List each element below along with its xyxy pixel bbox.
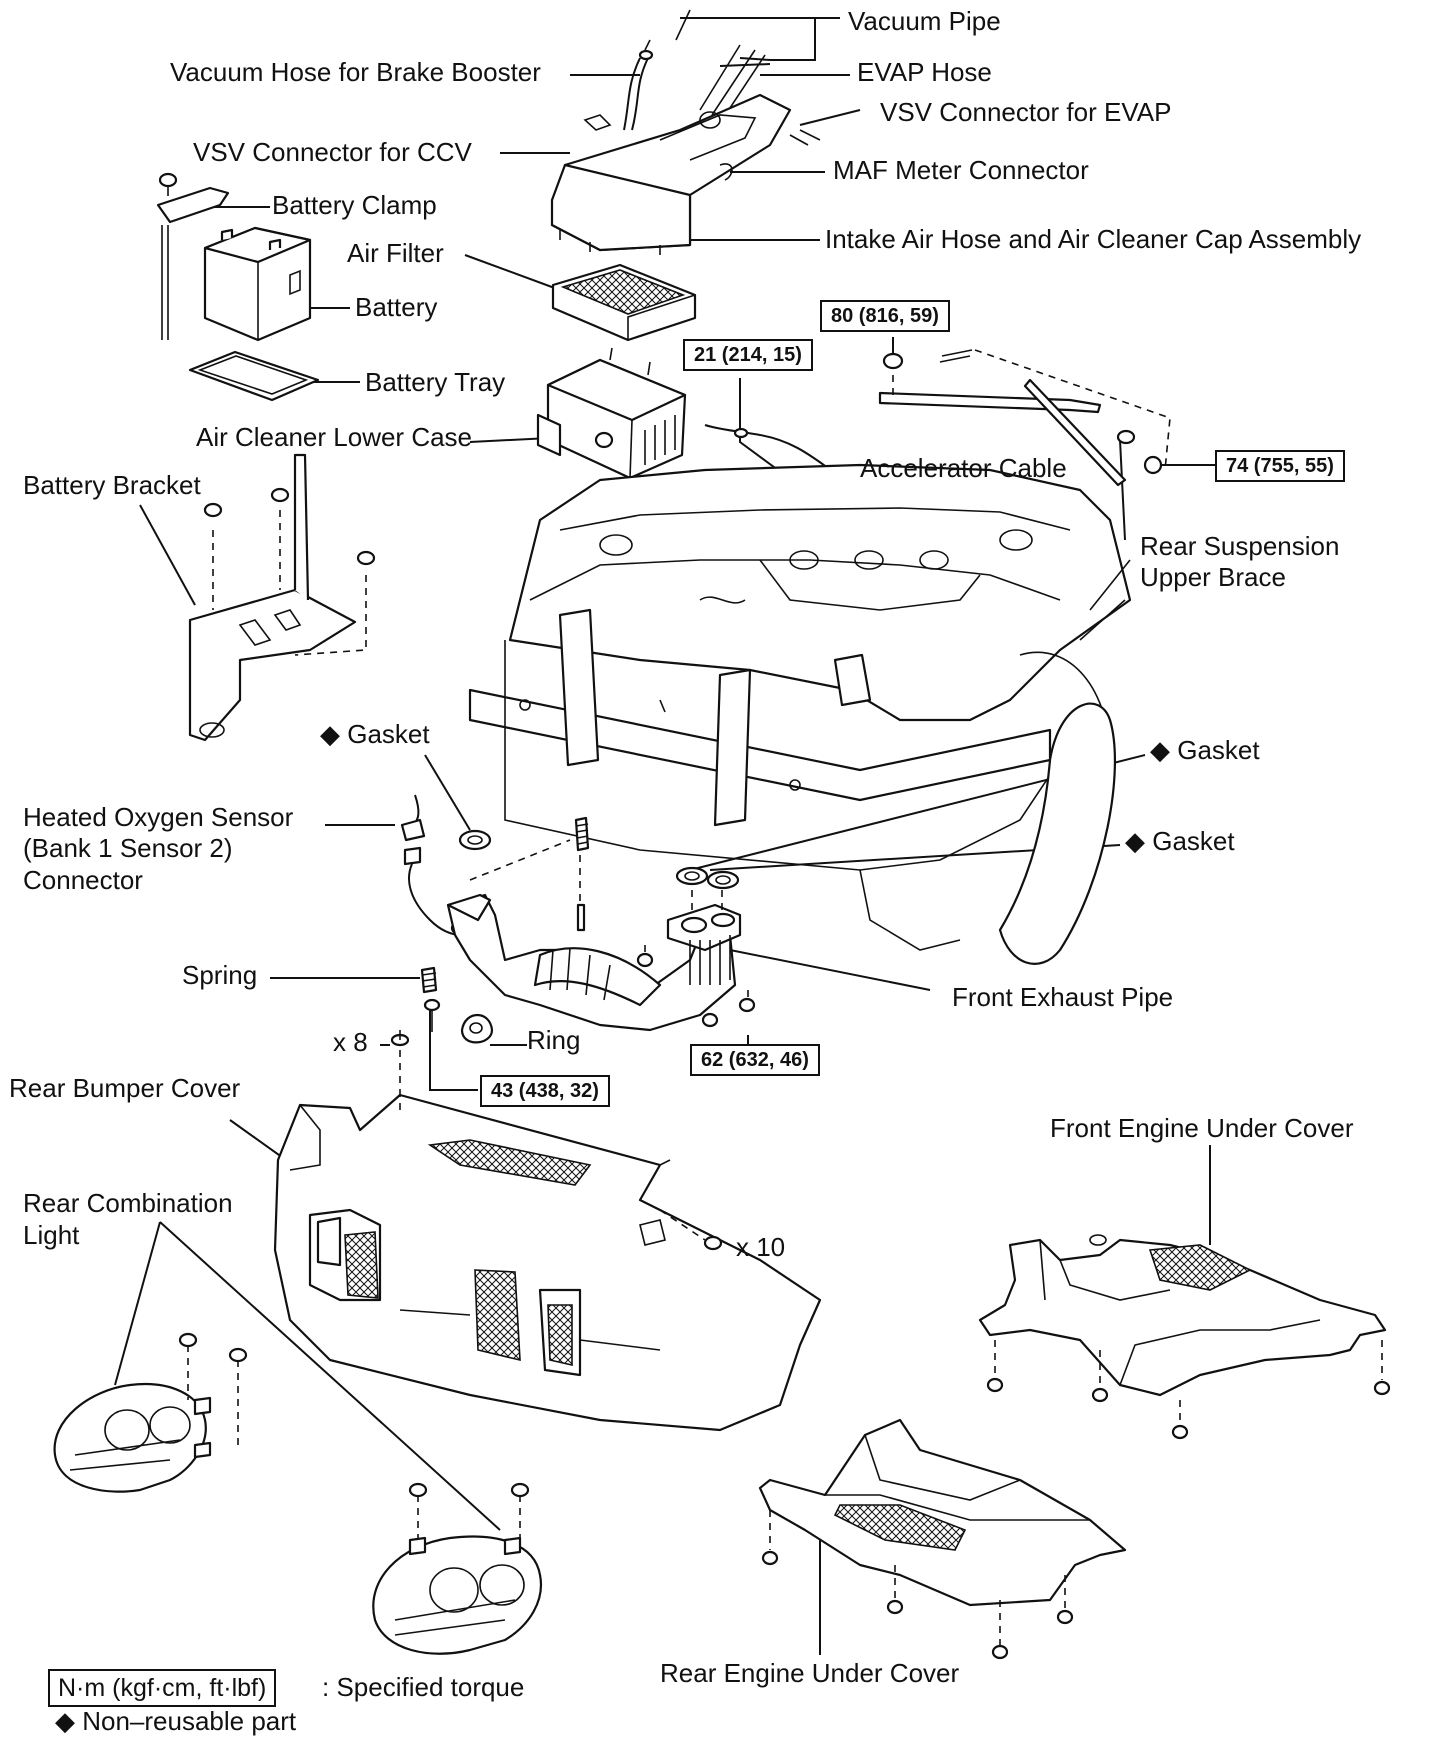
label-rear-combination-light-1: Rear Combination	[23, 1188, 233, 1218]
label-rear-combination-light-2: Light	[23, 1220, 80, 1250]
label-vsv-connector-ccv: VSV Connector for CCV	[193, 137, 472, 167]
label-intake-air-hose-assembly: Intake Air Hose and Air Cleaner Cap Asse…	[825, 224, 1362, 254]
label-rear-suspension-upper-brace-2: Upper Brace	[1140, 562, 1286, 592]
label-gasket-right-top: ◆ Gasket	[1150, 735, 1260, 765]
label-battery: Battery	[355, 292, 438, 322]
label-battery-tray: Battery Tray	[365, 367, 506, 397]
label-vacuum-hose-brake-booster: Vacuum Hose for Brake Booster	[170, 57, 541, 87]
legend-unit-box: N·m (kgf·cm, ft·lbf)	[48, 1669, 277, 1707]
label-air-filter: Air Filter	[347, 238, 444, 268]
front-engine-under-cover	[978, 1234, 1391, 1440]
label-heated-oxygen-sensor-1: Heated Oxygen Sensor	[23, 802, 294, 832]
label-vacuum-pipe: Vacuum Pipe	[848, 6, 1001, 36]
vehicle-body	[468, 463, 1132, 965]
label-spring: Spring	[182, 960, 258, 990]
label-qty-x8: x 8	[333, 1027, 368, 1057]
leader-lines	[114, 17, 1215, 1655]
torque-box-accelerator: 21 (214, 15)	[683, 339, 813, 371]
label-gasket-right-bottom: ◆ Gasket	[1125, 826, 1235, 856]
front-exhaust-pipe	[390, 816, 756, 1090]
torque-box-exhaust-flange: 62 (632, 46)	[690, 1044, 820, 1076]
label-qty-x10: x 10	[736, 1232, 786, 1262]
legend-non-reusable: ◆ Non–reusable part	[55, 1706, 297, 1736]
rear-suspension-upper-brace	[878, 349, 1171, 487]
label-gasket-left: ◆ Gasket	[320, 719, 430, 749]
rear-combination-light-right	[372, 1482, 543, 1655]
label-evap-hose: EVAP Hose	[857, 57, 992, 87]
air-filter	[551, 263, 697, 342]
battery	[203, 226, 312, 342]
label-ring: Ring	[527, 1025, 581, 1055]
legend-unit-description: : Specified torque	[322, 1672, 525, 1702]
label-rear-bumper-cover: Rear Bumper Cover	[9, 1073, 241, 1103]
label-battery-bracket: Battery Bracket	[23, 470, 201, 500]
battery-tray	[188, 350, 320, 402]
label-heated-oxygen-sensor-3: Connector	[23, 865, 143, 895]
label-front-exhaust-pipe: Front Exhaust Pipe	[952, 982, 1174, 1012]
rear-combination-light-left	[53, 1332, 248, 1493]
rear-bumper-cover	[273, 1090, 822, 1432]
torque-box-brace-upper: 80 (816, 59)	[820, 300, 950, 332]
label-rear-suspension-upper-brace-1: Rear Suspension	[1140, 531, 1340, 561]
rear-engine-under-cover	[758, 1418, 1127, 1660]
torque-box-exhaust-bolt: 43 (438, 32)	[480, 1075, 610, 1107]
label-accelerator-cable: Accelerator Cable	[860, 453, 1067, 483]
vacuum-pipe-group	[623, 9, 766, 131]
accelerator-cable	[704, 424, 829, 469]
air-cleaner-cap-assembly	[550, 93, 821, 255]
battery-bracket	[188, 453, 376, 742]
label-air-cleaner-lower-case: Air Cleaner Lower Case	[196, 422, 473, 452]
label-front-engine-under-cover: Front Engine Under Cover	[1050, 1113, 1354, 1143]
air-cleaner-lower-case	[536, 347, 687, 480]
label-maf-meter-connector: MAF Meter Connector	[833, 155, 1089, 185]
label-rear-engine-under-cover: Rear Engine Under Cover	[660, 1658, 960, 1688]
label-heated-oxygen-sensor-2: (Bank 1 Sensor 2)	[23, 833, 233, 863]
battery-clamp	[156, 172, 230, 340]
label-vsv-connector-evap: VSV Connector for EVAP	[880, 97, 1172, 127]
label-battery-clamp: Battery Clamp	[272, 190, 437, 220]
torque-box-brace-lower: 74 (755, 55)	[1215, 450, 1345, 482]
